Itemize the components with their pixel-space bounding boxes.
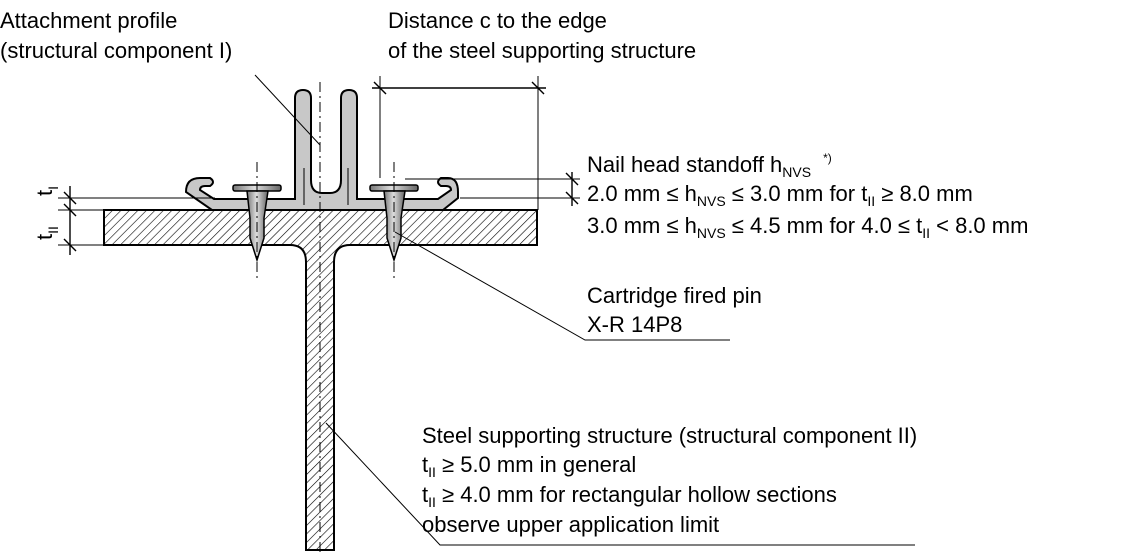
standoff-rule-1: 2.0 mm ≤ hNVS ≤ 3.0 mm for tII ≥ 8.0 mm (587, 181, 973, 209)
steel-leader (325, 422, 915, 546)
edge-distance-dimension (372, 76, 546, 210)
pin-label-1: Cartridge fired pin (587, 283, 762, 308)
pin-leader (394, 231, 730, 341)
steel-label-4: observe upper application limit (422, 512, 719, 537)
attachment-profile (184, 88, 459, 211)
standoff-rule-2: 3.0 mm ≤ hNVS ≤ 4.5 mm for 4.0 ≤ tII < 8… (587, 213, 1028, 241)
t-II-label: tII (32, 226, 61, 240)
steel-label-1: Steel supporting structure (structural c… (422, 423, 917, 448)
thickness-dimension (58, 186, 215, 255)
pin-label-2: X-R 14P8 (587, 312, 682, 337)
steel-label-3: tII ≥ 4.0 mm for rectangular hollow sect… (422, 482, 837, 510)
attachment-profile-leader (254, 74, 321, 146)
attachment-profile-label-2: (structural component I) (0, 38, 232, 63)
steel-label-2: tII ≥ 5.0 mm in general (422, 452, 636, 480)
steel-supporting-structure (103, 209, 538, 551)
nail-head-standoff-dimension (405, 172, 580, 206)
nail-head-standoff-label: Nail head standoff hNVS*) (587, 151, 832, 180)
distance-c-label-1: Distance c to the edge (388, 8, 607, 33)
t-I-label: tI (32, 186, 61, 196)
attachment-profile-label-1: Attachment profile (0, 8, 177, 33)
distance-c-label-2: of the steel supporting structure (388, 38, 696, 63)
